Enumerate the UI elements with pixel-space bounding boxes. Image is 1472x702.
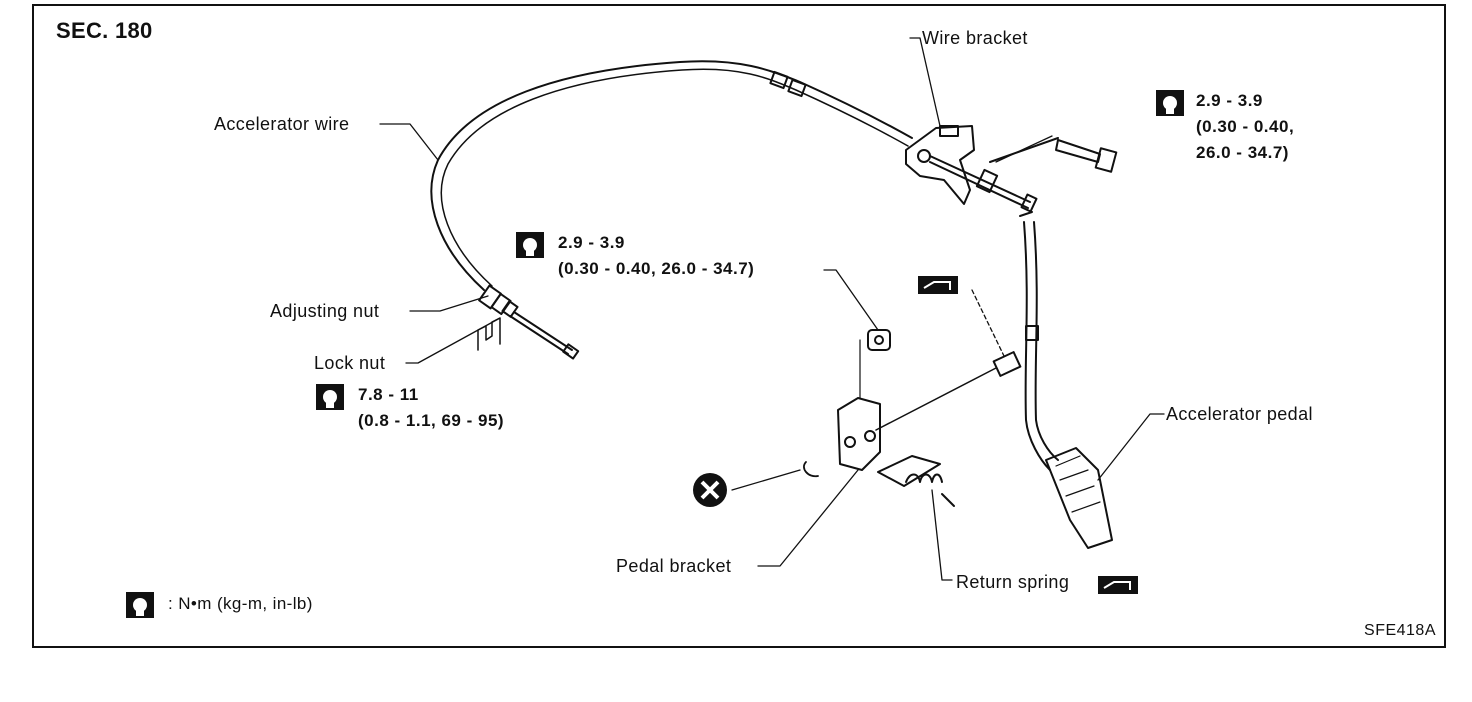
accelerator-wire (430, 60, 913, 360)
accelerator-pedal (1019, 211, 1113, 549)
torque-value: 7.8 - 11 (358, 385, 419, 404)
torque-value-inlb: 26.0 - 34.7) (1196, 143, 1289, 162)
torque-wrench-icon (126, 592, 154, 618)
section-title: SEC. 180 (56, 18, 153, 43)
bracket-nut (867, 329, 891, 351)
units-legend: : N•m (kg-m, in-lb) (168, 594, 313, 613)
torque-value-alt: (0.8 - 1.1, 69 - 95) (358, 411, 505, 430)
label-accelerator-wire: Accelerator wire (214, 114, 350, 134)
pedal-bracket (837, 339, 941, 487)
torque-value: 2.9 - 3.9 (558, 233, 625, 252)
torque-spec-wire-bracket: 2.9 - 3.9 (0.30 - 0.40, 26.0 - 34.7) (1196, 88, 1294, 166)
label-accelerator-pedal: Accelerator pedal (1166, 404, 1313, 424)
figure-code: SFE418A (1364, 622, 1436, 639)
bracket-bolt (989, 137, 1118, 173)
torque-value-alt: (0.30 - 0.40, 26.0 - 34.7) (558, 259, 755, 278)
label-adjusting-nut: Adjusting nut (270, 301, 380, 321)
label-pedal-bracket: Pedal bracket (616, 556, 732, 576)
torque-spec-lock-nut: 7.8 - 11 (0.8 - 1.1, 69 - 95) (358, 382, 504, 434)
label-return-spring: Return spring (956, 572, 1070, 592)
adjusting-nut (478, 284, 519, 318)
label-lock-nut: Lock nut (314, 353, 386, 373)
return-spring (905, 473, 955, 507)
torque-value: 2.9 - 3.9 (1196, 91, 1263, 110)
pivot-pin (875, 351, 1022, 431)
diagram-frame (32, 4, 1446, 648)
grease-icon (918, 276, 958, 294)
torque-value-kgm: (0.30 - 0.40, (1196, 117, 1295, 136)
torque-spec-pedal-nut: 2.9 - 3.9 (0.30 - 0.40, 26.0 - 34.7) (558, 230, 754, 282)
grease-icon (1098, 576, 1138, 594)
torque-wrench-icon (516, 232, 544, 258)
wire-bracket (905, 125, 1038, 213)
label-wire-bracket: Wire bracket (922, 28, 1028, 48)
torque-wrench-icon (316, 384, 344, 410)
replace-icon (693, 473, 727, 507)
torque-wrench-icon (1156, 90, 1184, 116)
